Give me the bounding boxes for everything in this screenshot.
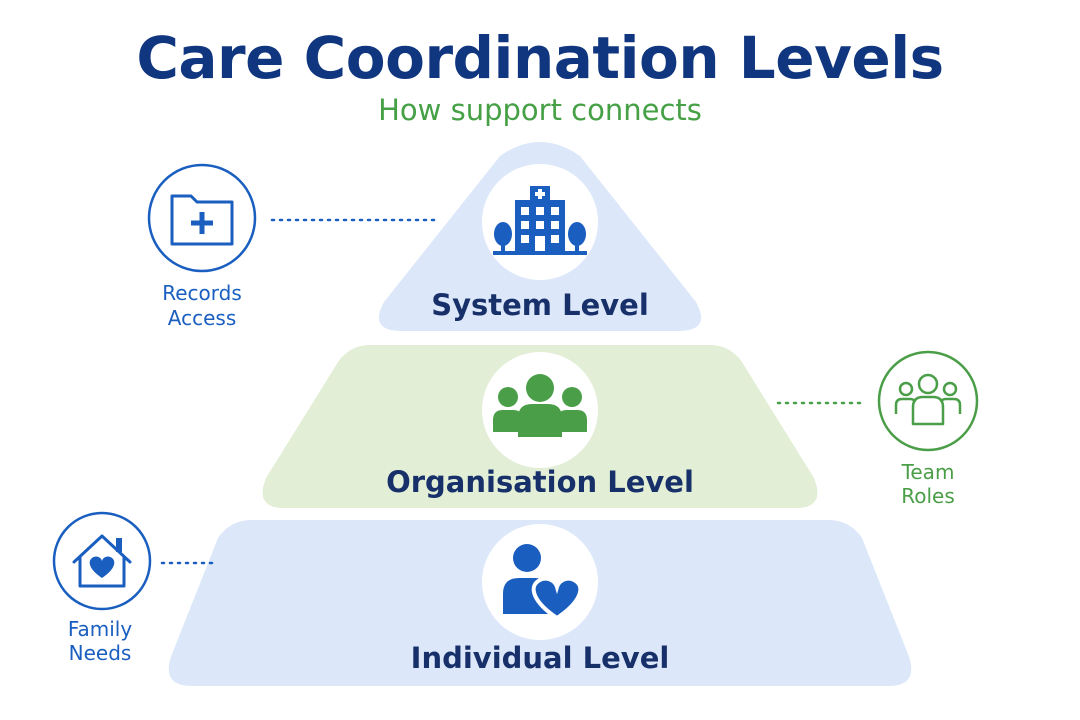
- side-note-family-line1: Family: [68, 617, 133, 641]
- tier-system-icon: [482, 164, 598, 280]
- tier-system-label: System Level: [431, 288, 649, 322]
- person-heart-icon: [503, 544, 583, 621]
- medical-folder-icon: [170, 194, 234, 246]
- tier-individual-label: Individual Level: [411, 641, 670, 675]
- side-note-family-line2: Needs: [69, 641, 132, 665]
- side-note-team: Team Roles: [877, 350, 979, 508]
- side-note-records-line1: Records: [162, 281, 242, 305]
- side-note-team-line2: Roles: [901, 484, 955, 508]
- team-roles-icon: [894, 373, 962, 426]
- hospital-icon: [493, 186, 587, 255]
- team-group-icon: [493, 374, 587, 437]
- tier-organisation-icon: [482, 352, 598, 468]
- page-subtitle: How support connects: [378, 93, 702, 127]
- tier-individual-icon: [482, 524, 598, 640]
- side-note-records-line2: Access: [168, 306, 236, 330]
- tier-organisation-label: Organisation Level: [386, 465, 694, 499]
- page-title: Care Coordination Levels: [136, 24, 944, 92]
- side-note-records: Records Access: [147, 163, 257, 330]
- side-note-team-line1: Team: [901, 460, 955, 484]
- home-heart-icon: [72, 534, 132, 588]
- side-note-family: Family Needs: [52, 511, 152, 665]
